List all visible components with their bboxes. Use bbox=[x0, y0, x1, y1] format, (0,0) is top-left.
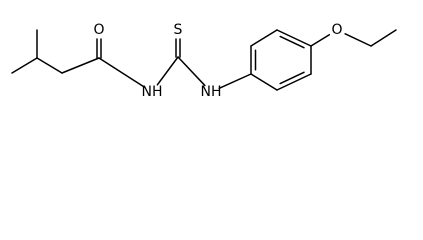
single-bond-ch-methyl_b bbox=[11, 57, 38, 74]
single-bond-ar4-o_ether bbox=[310, 33, 331, 47]
single-bond-ch2_ethyl-ch3_ethyl bbox=[370, 29, 397, 47]
single-bond-c_thio-n2 bbox=[177, 56, 206, 87]
single-bond-ar6-ar1 bbox=[250, 73, 278, 91]
single-bond-c_carbonyl-n1 bbox=[98, 57, 146, 88]
molecule-structure: O NH S NH O bbox=[11, 22, 397, 100]
double-bond-ar3-ar4 bbox=[276, 29, 312, 47]
single-bond-n2-ar1 bbox=[218, 73, 252, 90]
atom-label-n1: NH bbox=[142, 84, 163, 100]
single-bond-ch2-c_carbonyl bbox=[61, 57, 100, 74]
atom-label-n2: NH bbox=[201, 84, 222, 100]
bonds bbox=[11, 29, 397, 91]
single-bond-ar2-ar3 bbox=[250, 29, 278, 47]
single-bond-o_ether-ch2_ethyl bbox=[344, 33, 372, 47]
single-bond-ch-ch2 bbox=[36, 57, 63, 74]
double-bond-ar5-ar6-inner bbox=[279, 71, 305, 85]
atom-labels: O NH S NH O bbox=[93, 22, 342, 100]
atom-label-o_ether: O bbox=[331, 22, 342, 38]
atom-label-o_carbonyl: O bbox=[93, 22, 104, 38]
double-bond-ar5-ar6 bbox=[276, 73, 312, 91]
double-bond-ar3-ar4-inner bbox=[279, 35, 305, 49]
atom-label-s: S bbox=[174, 22, 183, 38]
single-bond-n1-c_thio bbox=[156, 56, 179, 86]
